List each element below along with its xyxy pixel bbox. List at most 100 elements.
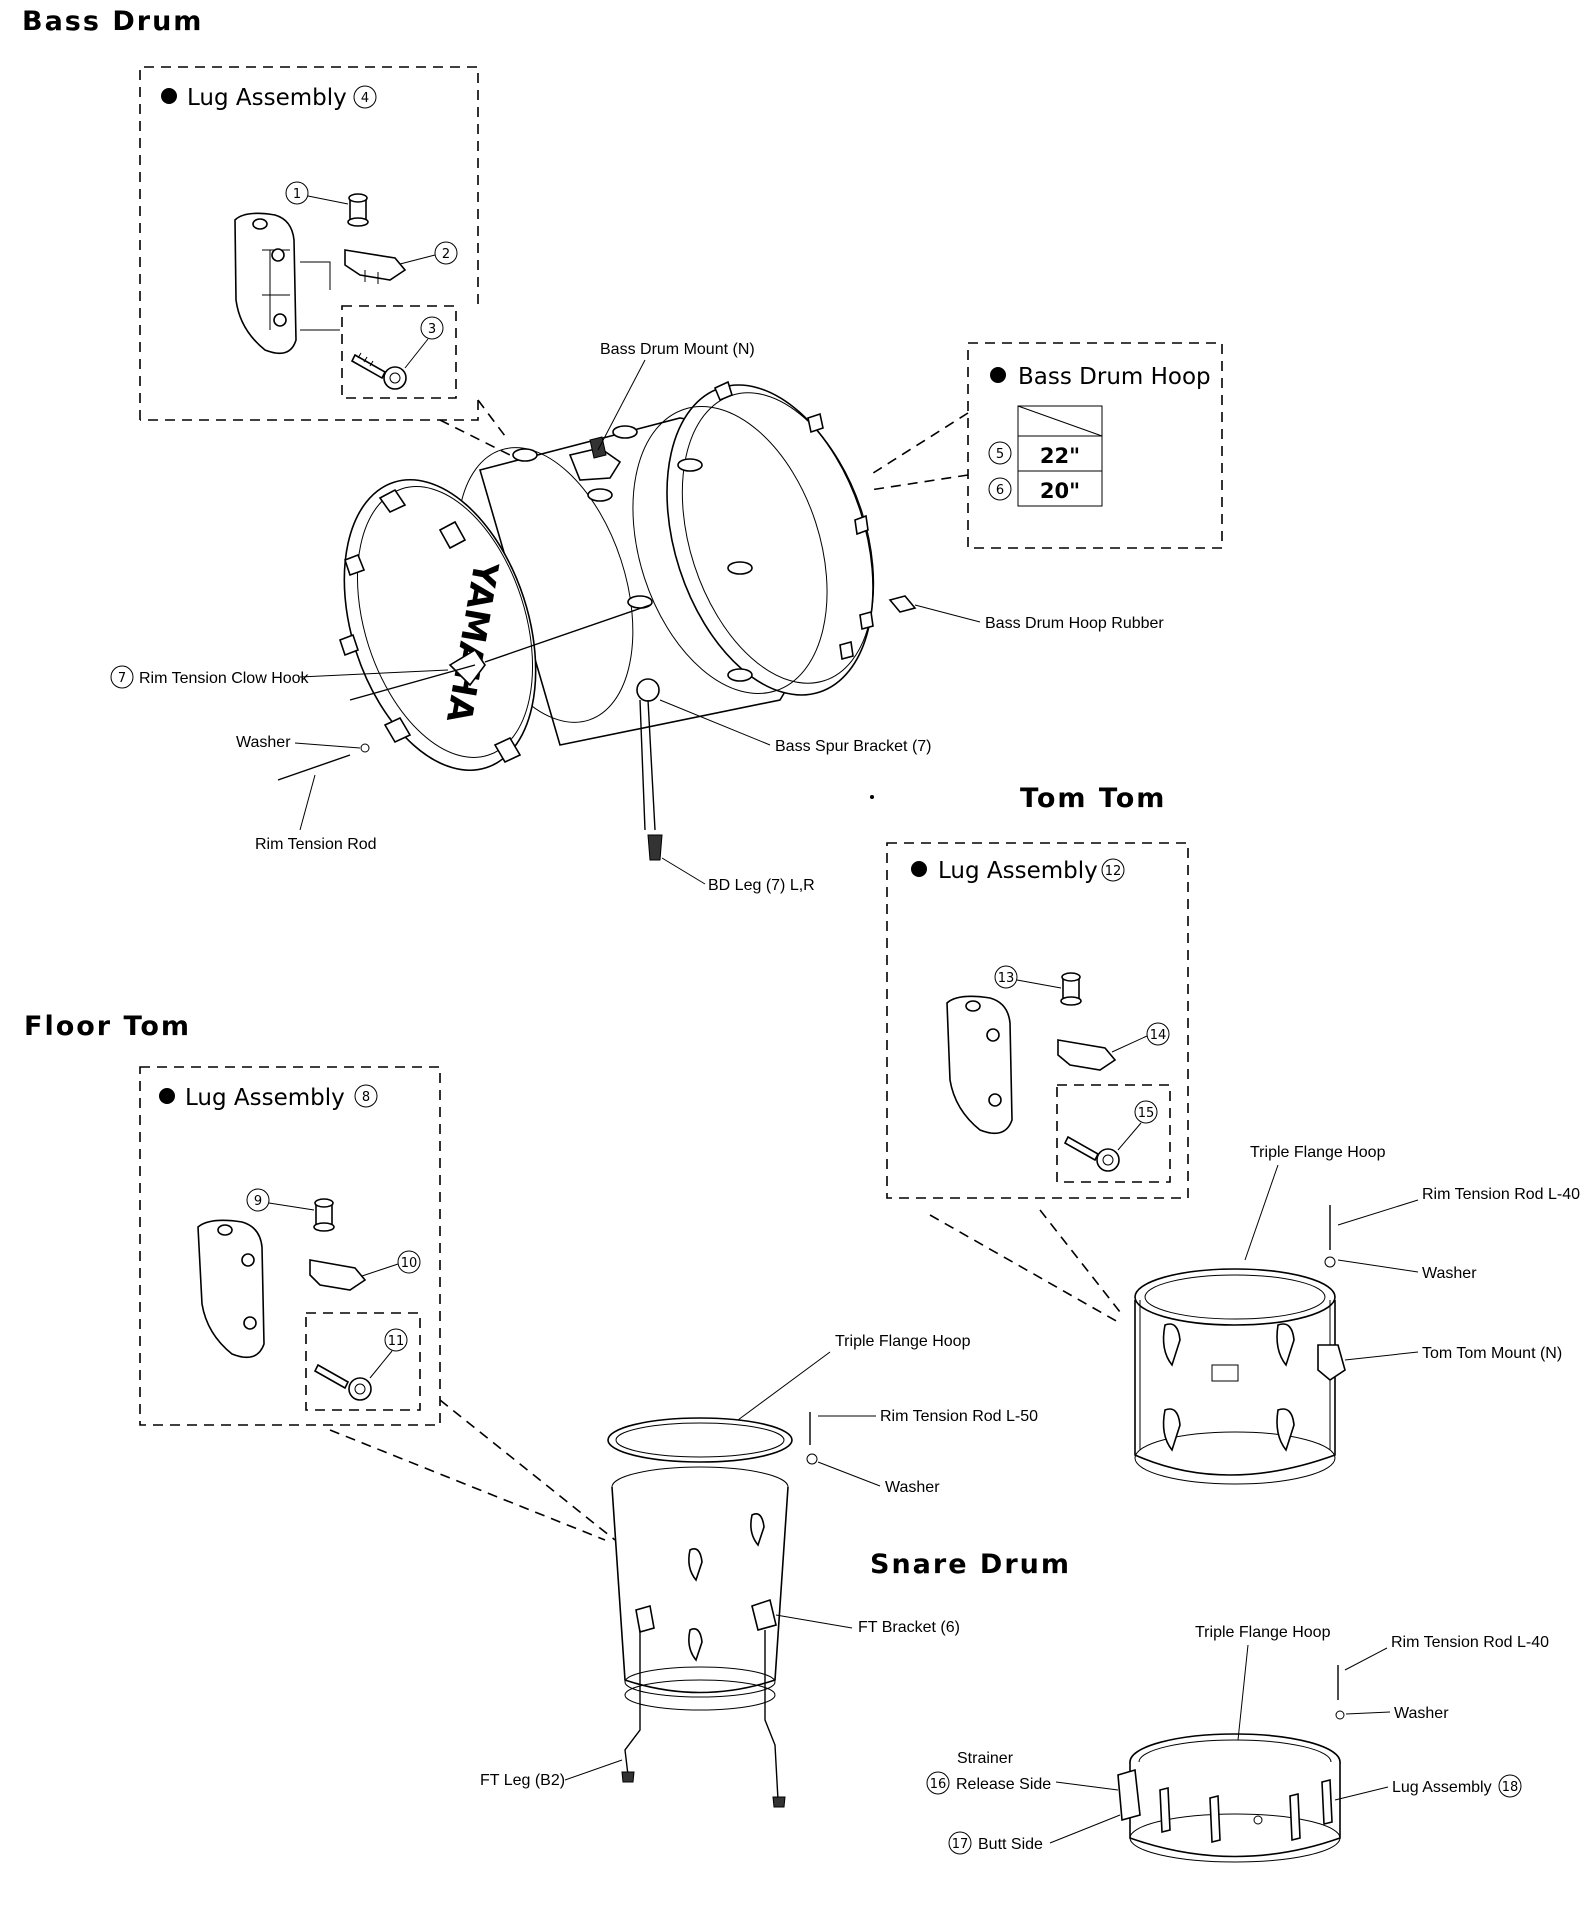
bullet-icon: [161, 88, 177, 104]
hoop-size-20: 20": [1040, 479, 1080, 503]
snare-drum-title: Snare Drum: [870, 1549, 1071, 1580]
tom-hoop-label: Triple Flange Hoop: [1250, 1144, 1386, 1161]
floor-washer-label: Washer: [885, 1479, 940, 1496]
callout-circle: [397, 1250, 421, 1274]
bass-drum-hoop-box: Bass Drum Hoop 22" 20" 5 6: [967, 342, 1223, 549]
callout-circle: [1146, 1022, 1170, 1046]
snare-washer-label: Washer: [1394, 1705, 1449, 1722]
tom-lug-assembly-box: Lug Assembly 12 13 14 15: [886, 842, 1189, 1199]
tom-badge-icon: [1211, 1364, 1239, 1382]
washer-icon: [806, 1453, 818, 1465]
snare-rim-rod-label: Rim Tension Rod L-40: [1391, 1634, 1549, 1651]
washer-icon: [1335, 1710, 1345, 1720]
bass-lug-assembly-box: Lug Assembly 4 1 2: [139, 66, 479, 421]
lug-casing-icon: [234, 212, 297, 355]
bass-drum-title: Bass Drum: [22, 6, 203, 37]
bullet-icon: [990, 367, 1006, 383]
hoop-rubber-label: Bass Drum Hoop Rubber: [985, 615, 1164, 632]
bullet-icon: [159, 1088, 175, 1104]
ft-bracket-label: FT Bracket (6): [858, 1619, 960, 1636]
bd-leg-foot-icon: [647, 834, 663, 861]
tom-washer-label: Washer: [1422, 1265, 1477, 1282]
tom-tom-title: Tom Tom: [1020, 783, 1166, 814]
bd-leg-label: BD Leg (7) L,R: [708, 877, 815, 894]
hoop-rubber-icon: [888, 595, 917, 613]
floor-lug-title: Lug Assembly: [185, 1085, 345, 1111]
floor-lug-assembly-box: Lug Assembly 8 9 10 11: [139, 1066, 441, 1426]
callout-circle: [285, 181, 309, 205]
bullet-icon: [911, 861, 927, 877]
callout-circle: [988, 477, 1012, 501]
callout-circle: [354, 1084, 378, 1108]
callout-circle: [246, 1188, 270, 1212]
hoop-num-6: 6: [996, 483, 1004, 498]
part-10-num: 10: [401, 1256, 418, 1271]
floor-rim-rod-label: Rim Tension Rod L-50: [880, 1408, 1038, 1425]
part-3-num: 3: [428, 322, 436, 337]
release-num: 16: [930, 1777, 947, 1792]
clip-icon: [1057, 1039, 1117, 1071]
snare-hoop-label: Triple Flange Hoop: [1195, 1624, 1331, 1641]
snare-vent-icon: [1253, 1815, 1263, 1825]
bolt-icon: [350, 352, 407, 390]
callout-circle: [948, 1831, 972, 1855]
washer-icon: [360, 743, 370, 753]
spur-bracket-icon: [636, 678, 660, 702]
callout-circle: [1101, 858, 1125, 882]
ft-bracket-icon: [751, 1598, 777, 1631]
floor-hoop-label: Triple Flange Hoop: [835, 1333, 971, 1350]
lug-casing-icon: [197, 1219, 265, 1359]
hoop-box-title: Bass Drum Hoop: [1018, 364, 1211, 390]
part-9-num: 9: [254, 1194, 262, 1209]
rim-rod-label-bass: Rim Tension Rod: [255, 836, 377, 853]
strainer-icon: [1117, 1768, 1141, 1822]
tom-lug-title: Lug Assembly: [938, 858, 1098, 884]
callout-circle: [110, 665, 134, 689]
part-1-num: 1: [293, 187, 301, 202]
bass-drum-illustration: YAMAHA: [277, 380, 875, 861]
part-15-num: 15: [1138, 1106, 1155, 1121]
strainer-label: Strainer: [957, 1750, 1014, 1767]
snare-drum-illustration: [1117, 1665, 1345, 1863]
part-2-num: 2: [442, 247, 450, 262]
release-side-label: Release Side: [956, 1776, 1051, 1793]
callout-circle: [988, 441, 1012, 465]
nut-icon: [347, 193, 369, 227]
clow-hook-label: Rim Tension Clow Hook: [139, 670, 310, 687]
bass-lug-title: Lug Assembly: [187, 85, 347, 111]
lug-casing-icon: [946, 995, 1013, 1135]
washer-icon: [1324, 1256, 1336, 1268]
floor-tom-illustration: [607, 1412, 818, 1808]
bass-lug-num: 4: [361, 91, 369, 106]
part-13-num: 13: [998, 971, 1015, 986]
callout-circle: [1498, 1774, 1522, 1798]
hoop-num-5: 5: [996, 447, 1004, 462]
clip-icon: [309, 1259, 367, 1291]
spur-bracket-label: Bass Spur Bracket (7): [775, 738, 932, 755]
callout-circle: [353, 85, 377, 109]
part-11-num: 11: [388, 1334, 405, 1349]
callout-circle: [1134, 1100, 1158, 1124]
clow-hook-num: 7: [118, 671, 126, 686]
butt-num: 17: [952, 1837, 969, 1852]
nut-icon: [1060, 972, 1082, 1006]
snare-lug-num: 18: [1502, 1780, 1519, 1795]
tom-mount-icon: [1317, 1344, 1346, 1381]
callout-circle: [384, 1328, 408, 1352]
dot-mark: [870, 795, 874, 799]
tom-tom-illustration: [1134, 1205, 1346, 1485]
nut-icon: [313, 1198, 335, 1232]
clip-icon: [344, 249, 407, 284]
callout-circle: [434, 241, 458, 265]
tom-mount-label: Tom Tom Mount (N): [1422, 1345, 1562, 1362]
hoop-size-table: [1017, 405, 1103, 507]
washer-label-bass: Washer: [236, 734, 291, 751]
tom-lug-num: 12: [1105, 864, 1122, 879]
bolt-icon: [1063, 1135, 1120, 1172]
floor-tom-title: Floor Tom: [24, 1011, 191, 1042]
bass-drum-mount-label: Bass Drum Mount (N): [600, 341, 755, 358]
tom-rim-rod-label: Rim Tension Rod L-40: [1422, 1186, 1580, 1203]
floor-lug-num: 8: [362, 1090, 370, 1105]
ft-leg-label: FT Leg (B2): [480, 1772, 565, 1789]
